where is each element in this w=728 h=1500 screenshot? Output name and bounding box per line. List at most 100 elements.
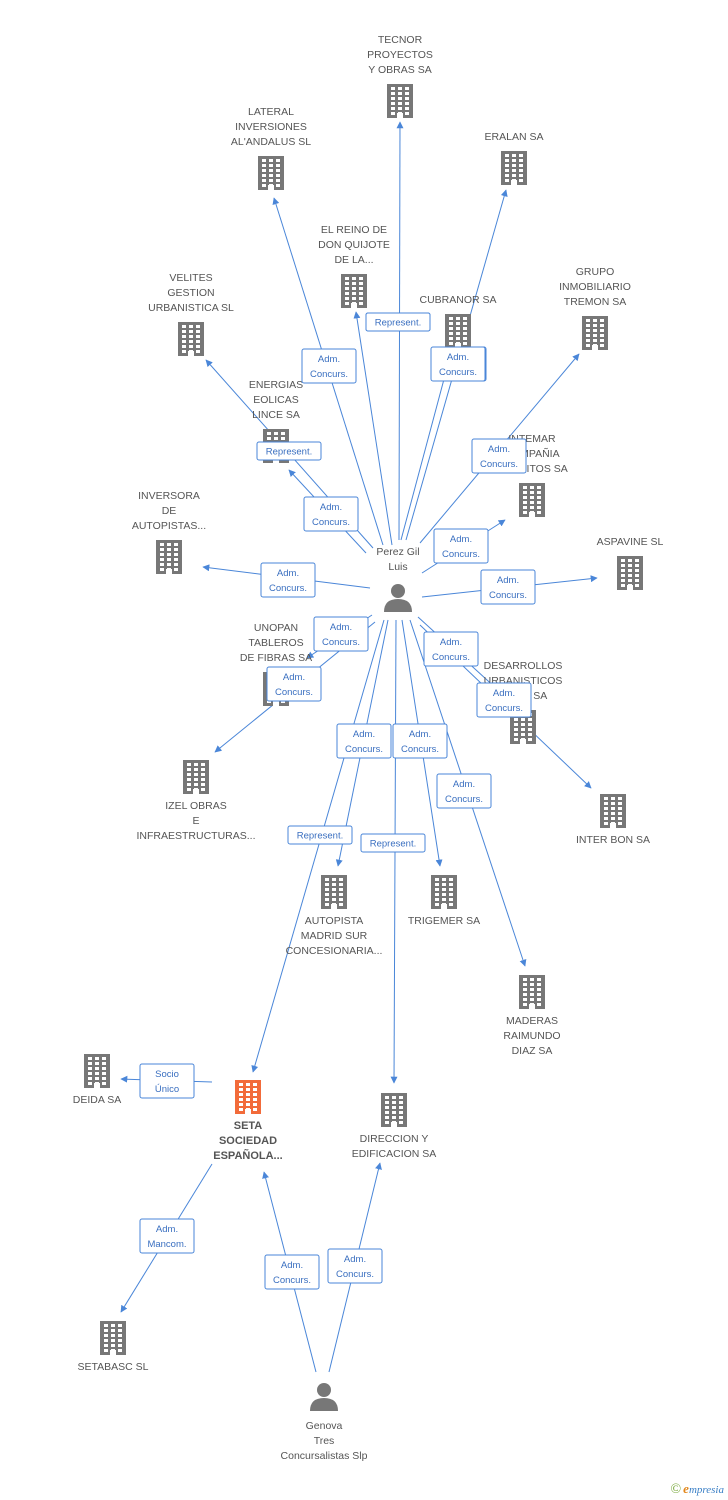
node-label: Concursalistas Slp [281,1450,368,1462]
node-label: DE [162,505,177,517]
edge-label-perez-seta[interactable]: Represent. [287,825,353,845]
edge-label-perez-energias[interactable]: Adm. Concurs. [303,496,359,532]
edge-label-box [480,569,536,605]
edge-label-perez-trigemer[interactable]: Adm.Concurs. [392,723,448,759]
edge-label-box [139,1218,195,1254]
building-icon [501,151,527,185]
node-label: VELITES [169,272,212,284]
edge-label-text: Concurs. [485,703,523,714]
edge-label-perez-autopista[interactable]: Adm.Concurs. [336,723,392,759]
edge-label-perez-intemar[interactable]: Adm. Concurs. [433,528,489,564]
node-label: DE FIBRAS SA [240,652,312,664]
node-setabasc[interactable]: SETABASC SL [78,1321,149,1373]
node-label: LATERAL [248,106,294,118]
edge-label-seta-setabasc[interactable]: Adm.Mancom. [139,1218,195,1254]
node-interbon[interactable]: INTER BON SA [576,794,650,846]
node-label: GRUPO [576,266,615,278]
node-label: ESPAÑOLA... [213,1149,282,1162]
node-label: TRIGEMER SA [408,915,480,927]
edge-label-text: Concurs. [442,549,480,560]
edge-label-box [430,346,486,382]
edge-label-text: Concurs. [312,517,350,528]
edge-label-perez-unopan[interactable]: Adm.Concurs. [313,616,369,652]
edge-label-perez-tremon[interactable]: Adm.Concurs. [471,438,527,474]
edge-label-text: Adm. [353,729,375,740]
node-label: UNOPAN [254,622,298,634]
edge-label-perez-cubranor[interactable]: Adm.Concurs. [430,346,486,382]
edge-label-text: Represent. [375,318,421,329]
node-seta[interactable]: SETASOCIEDADESPAÑOLA... [213,1080,283,1162]
edge-label-perez-maderas[interactable]: Adm.Concurs. [436,773,492,809]
empresia-brand[interactable]: ©empresia [671,1481,724,1498]
edge-label-box [471,438,527,474]
edge-label-perez-reino[interactable]: Represent. [365,312,431,332]
node-trigemer[interactable]: TRIGEMER SA [408,875,480,927]
building-icon [341,274,367,308]
edge-label-text: Adm. [488,444,510,455]
edge-label-box [287,825,353,845]
edge-label-perez-lateral[interactable]: Adm.Concurs. [301,348,357,384]
edge-label-box [423,631,479,667]
node-label: ENERGIAS [249,379,303,391]
node-label: SOCIEDAD [219,1135,277,1147]
edge-label-text: Adm. [283,672,305,683]
person-icon [384,584,412,612]
edge-labels-layer: Represent. Adm. Concurs. Adm. Concurs. Repres… [139,312,536,1290]
edge-label-text: Adm. [320,502,342,513]
building-icon [582,316,608,350]
edge-label-box [433,528,489,564]
edge-label-perez-aspavine[interactable]: Adm.Concurs. [480,569,536,605]
edge-label-box [327,1248,383,1284]
node-label: CUBRANOR SA [419,294,496,306]
edge-label-genova-seta[interactable]: Adm.Concurs. [264,1254,320,1290]
node-label: DON QUIJOTE [318,239,390,251]
building-icon [100,1321,126,1355]
node-label: E [192,815,199,827]
node-label: URBANISTICA SL [148,302,234,314]
edge-label-genova-direccion[interactable]: Adm.Concurs. [327,1248,383,1284]
node-eralan[interactable]: ERALAN SA [485,131,544,185]
node-izel[interactable]: IZEL OBRASEINFRAESTRUCTURAS... [136,760,256,842]
edge-label-text: Concurs. [336,1269,374,1280]
edge-label-text: Adm. [330,622,352,633]
node-deida[interactable]: DEIDA SA [73,1054,121,1106]
node-cubranor[interactable]: CUBRANOR SA [419,294,497,348]
node-label: CONCESIONARIA... [286,945,383,957]
edge-label-perez-izel[interactable]: Adm.Concurs. [266,666,322,702]
node-label: TABLEROS [248,637,303,649]
edge-label-perez-inversora[interactable]: Adm.Concurs. [260,562,316,598]
edge-label-perez-interbon[interactable]: Adm.Concurs. [476,682,532,718]
node-inversora[interactable]: INVERSORADEAUTOPISTAS... [132,490,206,574]
edge-label-box [256,441,322,461]
node-label: DIAZ SA [512,1045,553,1057]
edge-label-text: Adm. [450,534,472,545]
node-label: EDIFICACION SA [352,1148,437,1160]
building-icon [519,483,545,517]
node-aspavine[interactable]: ASPAVINE SL [597,536,664,590]
building-icon [519,975,545,1009]
building-icon [431,875,457,909]
edge-label-box [301,348,357,384]
node-label: INTER BON SA [576,834,650,846]
edge-label-perez-velites[interactable]: Represent. [256,441,322,461]
edge-label-text: Represent. [266,447,312,458]
edge-label-perez-direccion[interactable]: Represent. [360,833,426,853]
edge-label-text: Concurs. [269,583,307,594]
node-label: AL'ANDALUS SL [231,136,311,148]
edge-label-perez-desarrollos[interactable]: Adm.Concurs. [423,631,479,667]
node-label: INFRAESTRUCTURAS... [136,830,255,842]
edge-label-text: Concurs. [401,744,439,755]
node-label: ASPAVINE SL [597,536,664,548]
edge-label-text: Concurs. [273,1275,311,1286]
